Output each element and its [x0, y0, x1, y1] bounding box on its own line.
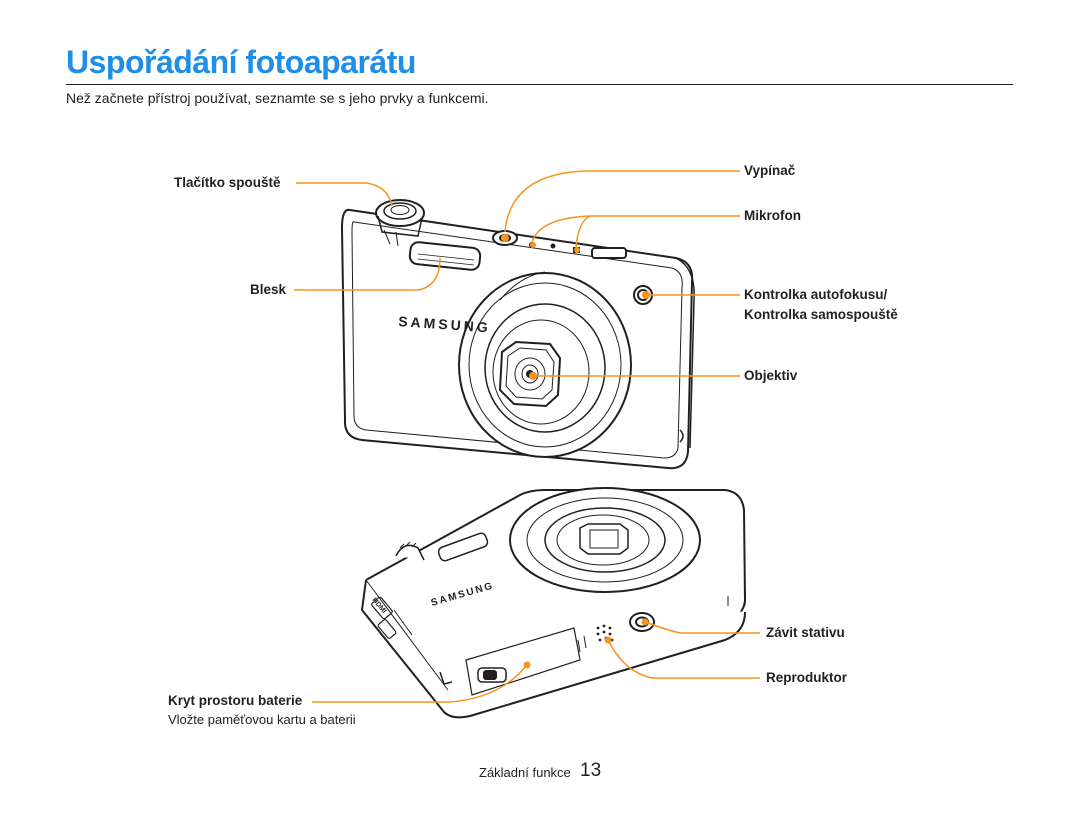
label-shutter-button: Tlačítko spouště — [174, 175, 281, 190]
callout-microphone-2 — [575, 215, 591, 249]
title-rule — [66, 84, 1013, 85]
camera-bottom — [360, 487, 747, 719]
callout-flash — [294, 257, 441, 291]
intro-text: Než začnete přístroj používat, seznamte … — [66, 90, 489, 106]
camera-front — [340, 199, 695, 470]
page-title: Uspořádání fotoaparátu — [66, 44, 416, 80]
callout-tripod — [645, 621, 760, 634]
callout-speaker — [607, 639, 760, 679]
label-power-button: Vypínač — [744, 163, 796, 178]
callout-dots — [501, 234, 650, 669]
label-microphone: Mikrofon — [744, 208, 801, 223]
label-af-lamp-line2: Kontrolka samospouště — [744, 307, 898, 322]
front-brand-logo: SAMSUNG — [398, 313, 491, 335]
label-lens: Objektiv — [744, 368, 798, 383]
label-af-lamp-line1: Kontrolka autofokusu/ — [744, 287, 888, 302]
shutter-button-drawing — [375, 199, 425, 247]
callout-battery — [312, 665, 527, 703]
battery-note: Vložte paměťovou kartu a baterii — [168, 712, 356, 727]
label-battery-cover: Kryt prostoru baterie — [168, 693, 303, 708]
flash-drawing — [408, 241, 482, 271]
label-speaker: Reproduktor — [766, 670, 847, 685]
label-flash: Blesk — [250, 282, 287, 297]
callout-lines — [294, 170, 760, 703]
page-number: 13 — [580, 760, 602, 781]
label-tripod-socket: Závit stativu — [766, 625, 845, 640]
callout-microphone — [531, 215, 740, 243]
footer-section-name: Základní funkce — [479, 765, 571, 780]
callout-power — [504, 170, 740, 233]
callout-shutter — [296, 182, 393, 207]
